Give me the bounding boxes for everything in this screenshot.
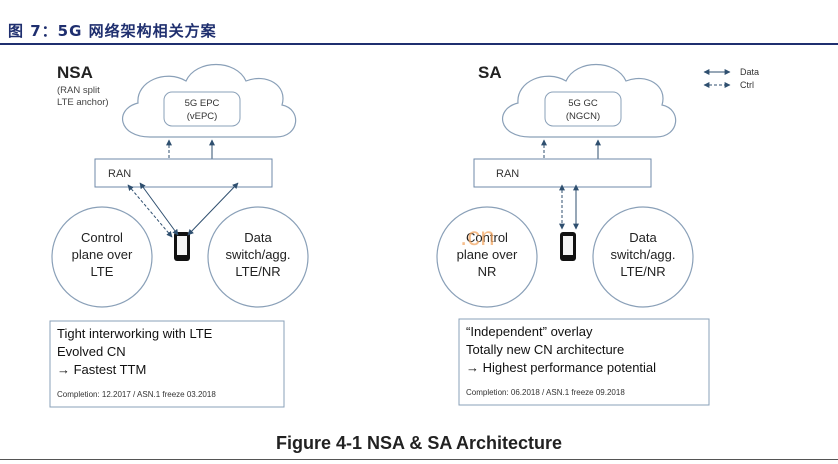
nsa-info-box: [49, 320, 285, 408]
nsa-section: NSA (RAN split LTE anchor) 5G EPC (vEPC)…: [49, 63, 309, 408]
nsa-subheading-line-1: (RAN split: [57, 85, 100, 96]
nsa-ran-label: RAN: [108, 168, 131, 180]
sa-core-label-line-1: 5G GC: [568, 98, 598, 109]
nsa-control-line-3: LTE: [91, 264, 114, 279]
nsa-info-line-1: Tight interworking with LTE: [57, 326, 213, 341]
legend: Data Ctrl: [703, 67, 759, 90]
nsa-ran-phone-data-arrow-left: [139, 182, 179, 236]
nsa-core-label-line-2: (vEPC): [187, 111, 218, 122]
header-rule: [0, 43, 838, 45]
nsa-info-line-3: → Fastest TTM: [57, 362, 146, 377]
nsa-ran-phone-data-arrow-right: [187, 182, 239, 236]
sa-control-line-2: plane over: [457, 247, 518, 262]
nsa-ran-bar: [94, 158, 273, 188]
bottom-rule: [0, 459, 838, 460]
sa-data-switch-circle: [592, 206, 694, 308]
nsa-core-label-line-1: 5G EPC: [185, 98, 220, 109]
nsa-data-line-3: LTE/NR: [235, 264, 280, 279]
nsa-core-box: [163, 91, 241, 127]
sa-heading: SA: [478, 63, 502, 82]
sa-info-line-3: → Highest performance potential: [466, 360, 656, 375]
sa-info-line-1: “Independent” overlay: [466, 324, 593, 339]
legend-ctrl-label: Ctrl: [740, 80, 754, 90]
sa-control-line-3: NR: [478, 264, 497, 279]
nsa-info-line-2: Evolved CN: [57, 344, 126, 359]
nsa-heading: NSA: [57, 63, 93, 82]
sa-ran-label: RAN: [496, 168, 519, 180]
nsa-phone-icon: [174, 232, 190, 261]
sa-ran-bar: [473, 158, 652, 188]
sa-info-box: [458, 318, 710, 406]
nsa-subheading-line-2: LTE anchor): [57, 97, 109, 108]
sa-section: SA 5G GC (NGCN) RAN Control plane over N…: [436, 63, 710, 406]
sa-completion: Completion: 06.2018 / ASN.1 freeze 09.20…: [466, 388, 625, 397]
sa-data-line-1: Data: [629, 230, 657, 245]
sa-phone-icon: [560, 232, 576, 261]
architecture-diagram: NSA (RAN split LTE anchor) 5G EPC (vEPC)…: [49, 63, 759, 408]
sa-data-line-3: LTE/NR: [620, 264, 665, 279]
nsa-control-line-2: plane over: [72, 247, 133, 262]
legend-data-label: Data: [740, 67, 759, 77]
nsa-control-line-1: Control: [81, 230, 123, 245]
watermark: .cn: [460, 221, 495, 251]
sa-data-line-2: switch/agg.: [610, 247, 675, 262]
sa-core-label-line-2: (NGCN): [566, 111, 600, 122]
sa-control-line-1: Control: [466, 230, 508, 245]
figure-header: 图 7：5G 网络架构相关方案: [0, 0, 838, 45]
nsa-control-plane-circle: [51, 206, 153, 308]
sa-core-box: [544, 91, 622, 127]
figure-title: 图 7：5G 网络架构相关方案: [8, 22, 217, 40]
nsa-completion: Completion: 12.2017 / ASN.1 freeze 03.20…: [57, 390, 216, 399]
sa-info-line-2: Totally new CN architecture: [466, 342, 624, 357]
nsa-data-line-2: switch/agg.: [225, 247, 290, 262]
nsa-data-line-1: Data: [244, 230, 272, 245]
sa-control-plane-circle: [436, 206, 538, 308]
figure-caption: Figure 4-1 NSA & SA Architecture: [275, 433, 563, 453]
